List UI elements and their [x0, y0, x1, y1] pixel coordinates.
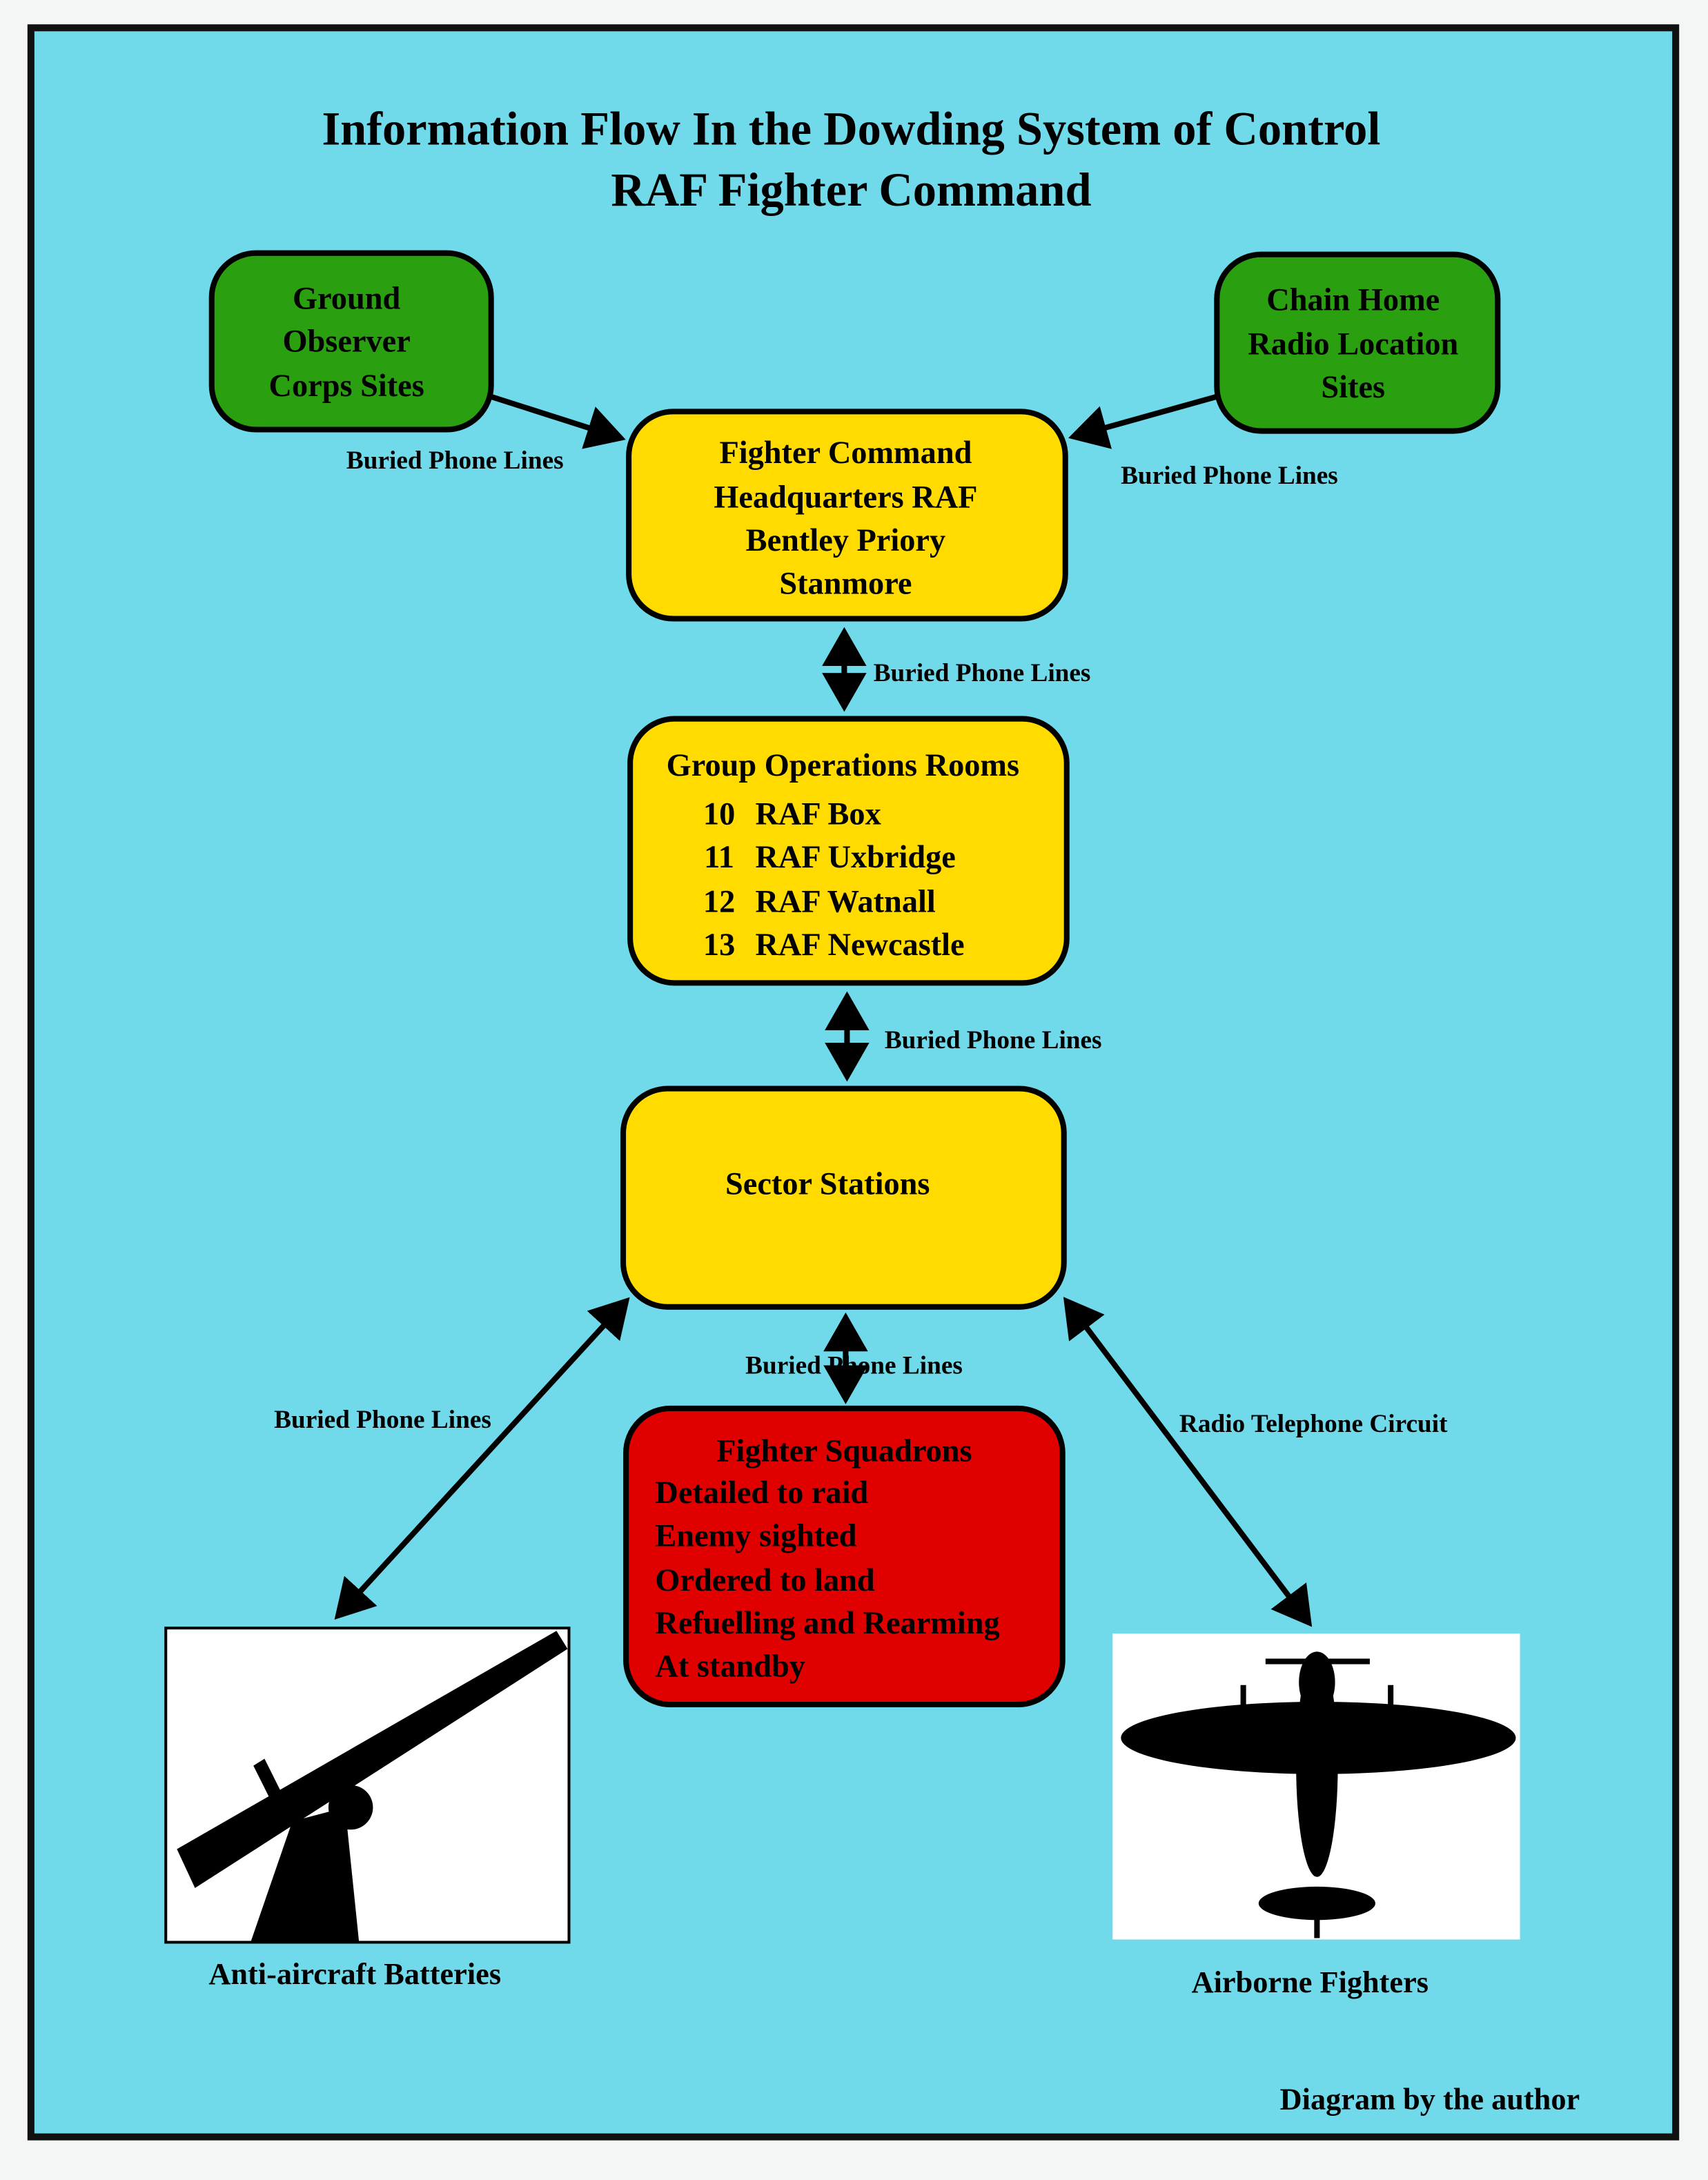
- svg-text:11: 11: [704, 840, 734, 875]
- title-line-1: Information Flow In the Dowding System o…: [322, 103, 1380, 155]
- svg-text:Observer: Observer: [283, 324, 411, 360]
- svg-text:Sector Stations: Sector Stations: [725, 1167, 930, 1202]
- svg-text:At standby: At standby: [655, 1649, 805, 1685]
- svg-text:Corps Sites: Corps Sites: [269, 369, 424, 404]
- credit: Diagram by the author: [1280, 2082, 1580, 2116]
- svg-text:Radio Location: Radio Location: [1248, 327, 1458, 362]
- arrow-observer-to-hq: [489, 393, 626, 449]
- edge-label-chain-hq: Buried Phone Lines: [1121, 462, 1338, 490]
- spitfire-icon: [1121, 1651, 1516, 1938]
- svg-text:Fighter Command: Fighter Command: [719, 435, 972, 471]
- svg-text:RAF Watnall: RAF Watnall: [755, 885, 935, 920]
- node-sector-stations: Sector Stations: [620, 1086, 1067, 1310]
- svg-text:Airborne Fighters: Airborne Fighters: [1192, 1965, 1429, 1999]
- svg-text:RAF Newcastle: RAF Newcastle: [755, 927, 964, 963]
- arrow-sector-fighters: [1063, 1297, 1313, 1627]
- node-fighter-squadrons: Fighter Squadrons Detailed to raid Enemy…: [623, 1405, 1066, 1708]
- svg-text:RAF Box: RAF Box: [755, 797, 881, 832]
- svg-text:Headquarters RAF: Headquarters RAF: [714, 480, 977, 515]
- svg-text:Stanmore: Stanmore: [779, 566, 912, 601]
- anti-aircraft-gun-icon: [177, 1631, 568, 1943]
- edge-label-hq-group: Buried Phone Lines: [874, 659, 1091, 687]
- node-ground-observer-corps: Ground Observer Corps Sites: [208, 250, 494, 433]
- svg-text:Ordered to land: Ordered to land: [655, 1563, 875, 1598]
- node-fighter-command-hq: Fighter Command Headquarters RAF Bentley…: [626, 409, 1068, 622]
- edge-label-group-sector: Buried Phone Lines: [885, 1026, 1102, 1054]
- node-chain-home: Chain Home Radio Location Sites: [1214, 251, 1501, 434]
- svg-text:Anti-aircraft Batteries: Anti-aircraft Batteries: [208, 1957, 501, 1991]
- title-line-2: RAF Fighter Command: [611, 164, 1091, 216]
- arrow-chainhome-to-hq: [1068, 393, 1219, 449]
- svg-text:Ground: Ground: [293, 281, 400, 316]
- node-airborne-fighters: Airborne Fighters: [1112, 1633, 1520, 1999]
- svg-text:Group Operations Rooms: Group Operations Rooms: [667, 748, 1019, 783]
- svg-text:Sites: Sites: [1321, 370, 1385, 405]
- svg-text:Refuelling and Rearming: Refuelling and Rearming: [655, 1606, 999, 1641]
- svg-text:RAF Uxbridge: RAF Uxbridge: [755, 840, 955, 875]
- arrow-sector-aa: [334, 1297, 630, 1620]
- node-group-operations-rooms: Group Operations Rooms 10 RAF Box 11 RAF…: [627, 716, 1070, 986]
- svg-text:13: 13: [703, 927, 735, 963]
- svg-text:Detailed to raid: Detailed to raid: [655, 1475, 868, 1511]
- node-anti-aircraft-batteries: Anti-aircraft Batteries: [164, 1627, 571, 1991]
- svg-text:Enemy sighted: Enemy sighted: [655, 1518, 856, 1553]
- edge-label-sector-squadrons: Buried Phone Lines: [745, 1351, 963, 1379]
- svg-text:Bentley Priory: Bentley Priory: [746, 523, 945, 558]
- svg-text:Fighter Squadrons: Fighter Squadrons: [716, 1433, 972, 1469]
- svg-text:12: 12: [703, 885, 735, 920]
- svg-text:10: 10: [703, 797, 735, 832]
- edge-label-sector-fighters: Radio Telephone Circuit: [1179, 1410, 1448, 1438]
- svg-text:Chain Home: Chain Home: [1266, 282, 1440, 317]
- edge-label-sector-aa: Buried Phone Lines: [274, 1406, 491, 1434]
- edge-label-observer-hq: Buried Phone Lines: [346, 446, 564, 475]
- connectors: [334, 393, 1313, 1627]
